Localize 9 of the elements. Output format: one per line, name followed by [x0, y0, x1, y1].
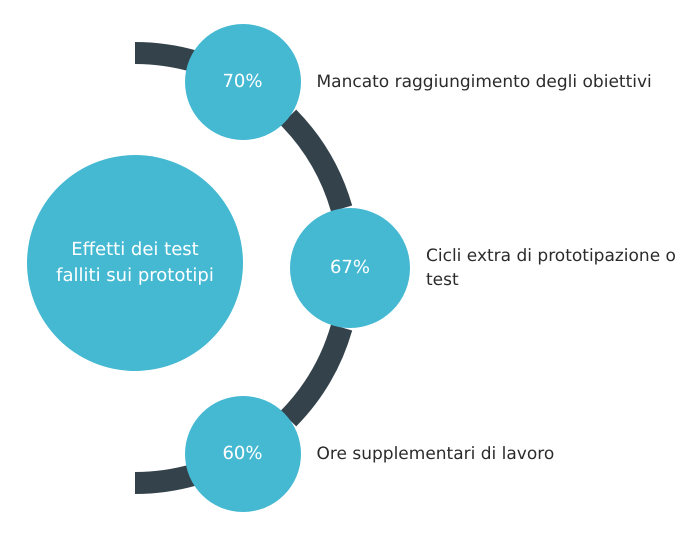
arc-connector [280, 110, 352, 212]
description-label: Mancato raggiungimento degli obiettivi [316, 70, 653, 94]
percentage-label: 60% [222, 442, 262, 466]
percentage-label: 67% [330, 256, 370, 280]
arc-connector [280, 324, 352, 426]
percentage-label: 70% [222, 70, 262, 94]
description-label: Ore supplementari di lavoro [316, 443, 556, 466]
circle-title: Effetti dei test falliti sui prototipi [55, 238, 215, 288]
description-label: Cicli extra di prototipazione o test [426, 245, 676, 292]
